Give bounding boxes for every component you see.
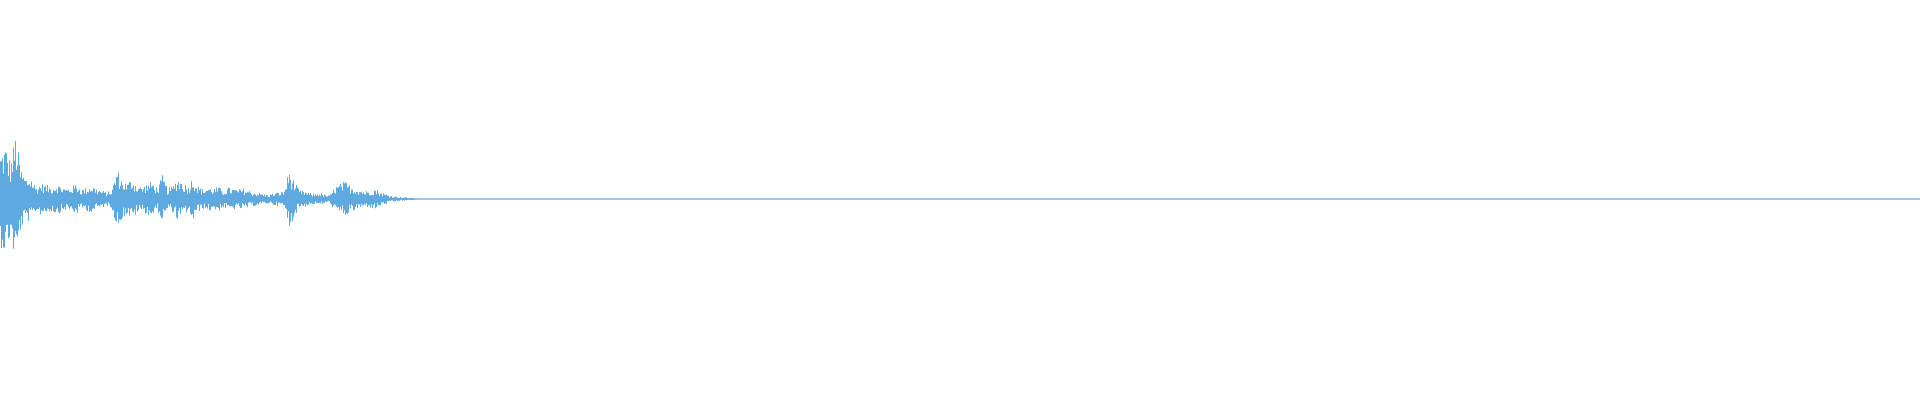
waveform-path xyxy=(0,140,1920,249)
waveform-bars xyxy=(0,140,1920,249)
